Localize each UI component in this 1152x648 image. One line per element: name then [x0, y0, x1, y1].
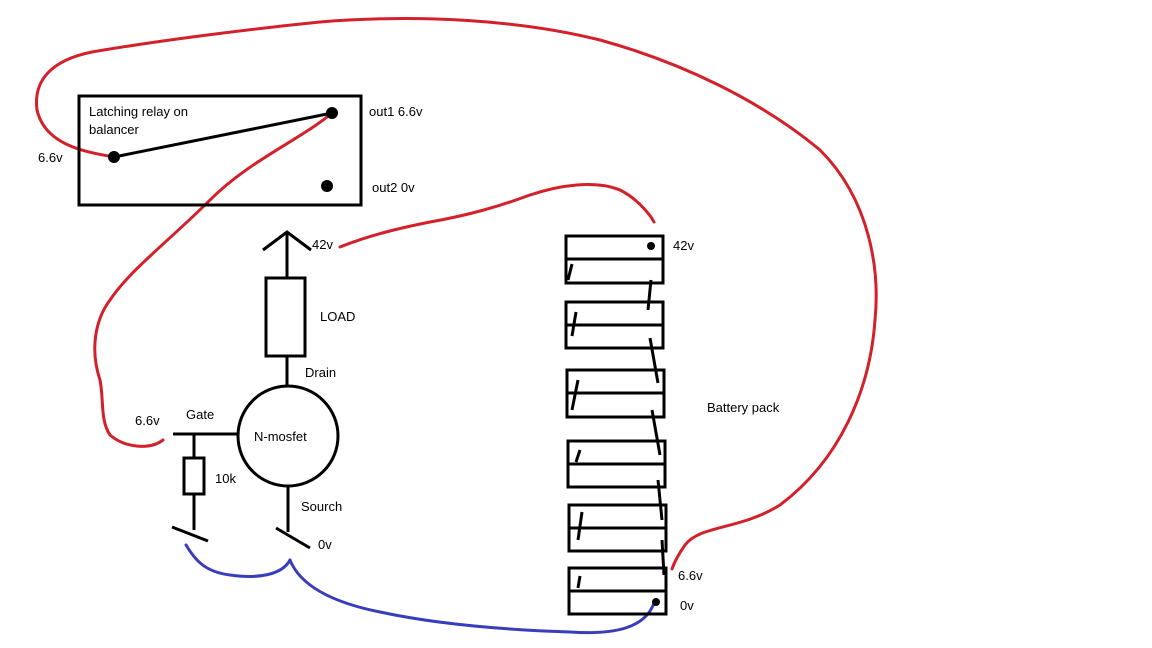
battery-tap-voltage: 6.6v	[678, 568, 703, 583]
battery-bottom-voltage: 0v	[680, 598, 694, 613]
gate-ground-wire	[184, 543, 292, 578]
relay-input-loop-wire	[34, 17, 878, 571]
battery-cell	[564, 234, 665, 285]
drain-label: Drain	[305, 365, 336, 380]
source-voltage-label: 0v	[318, 537, 332, 552]
relay-out1-terminal	[326, 107, 338, 119]
load-branch	[262, 230, 312, 387]
gate-resistor	[182, 456, 206, 496]
battery-pack-label: Battery pack	[707, 400, 780, 415]
cell-link	[656, 479, 664, 521]
relay-label-line2: balancer	[89, 122, 140, 137]
supply-voltage-label: 42v	[312, 237, 333, 252]
battery-positive-terminal	[647, 242, 655, 250]
ground-return-wire	[288, 558, 656, 635]
resistor-label: 10k	[215, 471, 236, 486]
battery-negative-terminal	[652, 598, 660, 606]
relay-common-terminal	[108, 151, 120, 163]
gate-ground-switch	[171, 525, 209, 543]
load-resistor	[264, 276, 307, 358]
relay-out2-label: out2 0v	[372, 180, 415, 195]
source-label: Sourch	[301, 499, 342, 514]
relay-box	[77, 94, 363, 207]
source-switch	[275, 526, 311, 550]
battery-cell	[564, 300, 665, 350]
relay-out2-terminal	[321, 180, 333, 192]
battery-top-voltage: 42v	[673, 238, 694, 253]
relay-out1-label: out1 6.6v	[369, 104, 423, 119]
cell-link	[648, 337, 660, 384]
battery-cell	[567, 503, 668, 553]
supply-to-battery-wire	[338, 183, 656, 249]
gate-label: Gate	[186, 407, 214, 422]
cell-link	[660, 539, 666, 576]
mosfet-label: N-mosfet	[254, 429, 307, 444]
n-mosfet	[173, 384, 340, 550]
relay-out1-to-gate-wire	[93, 111, 334, 448]
cell-link	[646, 279, 653, 311]
relay-label-line1: Latching relay on	[89, 104, 188, 119]
blue-wires	[184, 543, 656, 635]
cell-link	[650, 409, 662, 456]
battery-cell	[567, 566, 668, 616]
relay-input-voltage: 6.6v	[38, 150, 63, 165]
battery-cell	[566, 439, 667, 489]
battery-cell	[565, 368, 666, 419]
gate-voltage-label: 6.6v	[135, 413, 160, 428]
gate-resistor-branch	[171, 434, 209, 543]
load-label: LOAD	[320, 309, 355, 324]
relay-switch-arm	[113, 111, 333, 159]
battery-pack	[564, 234, 668, 616]
red-wires	[34, 17, 878, 571]
latching-relay: Latching relay on balancer 6.6v out1 6.6…	[38, 94, 423, 207]
